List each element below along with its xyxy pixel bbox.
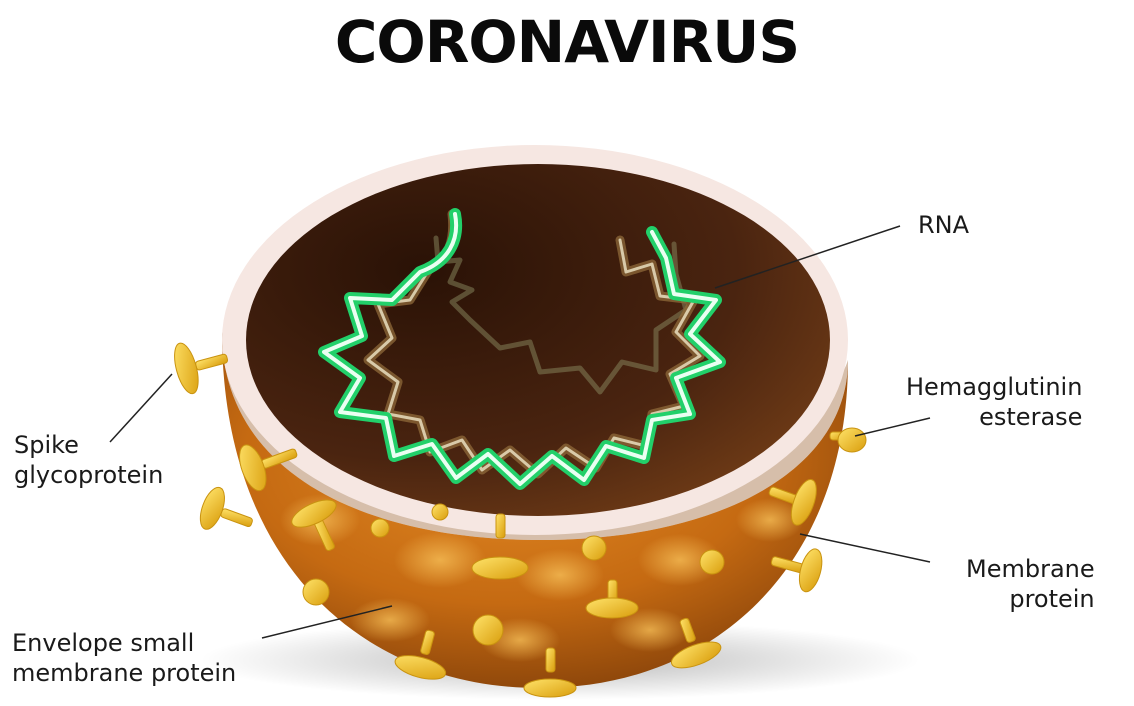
label-rna: RNA bbox=[918, 210, 969, 240]
label-envelope-small-membrane-protein: Envelope small membrane protein bbox=[12, 628, 236, 688]
label-spike-glycoprotein: Spike glycoprotein bbox=[14, 430, 163, 490]
label-membrane-protein: Membrane protein bbox=[966, 554, 1095, 614]
label-hemagglutinin-esterase: Hemagglutinin esterase bbox=[906, 372, 1082, 432]
